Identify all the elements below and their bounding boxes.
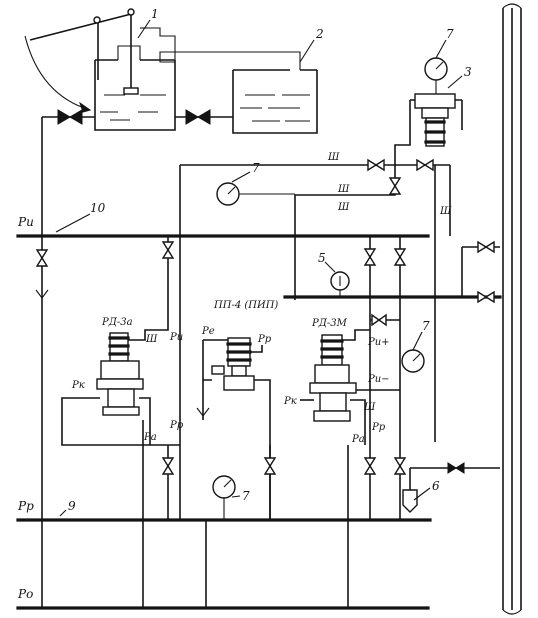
label-pi-plus: Ри+ [367, 337, 390, 348]
regulator-rd-3m [300, 319, 400, 445]
label-sh-3: Ш [337, 202, 350, 213]
label-pa-rd3m: Ра [351, 434, 365, 445]
callout-6: 6 [432, 479, 440, 493]
lower-drops [142, 420, 500, 520]
valve-drop-4 [393, 248, 407, 266]
callout-1: 1 [151, 7, 159, 21]
gauge-7-mid [216, 182, 295, 206]
label-pi-rd3a: Ри [169, 332, 183, 343]
top-pipe [41, 116, 233, 236]
label-pr-left: Рр [17, 499, 34, 513]
valve-rd3m-small [371, 313, 387, 327]
valve-right-upper [477, 240, 495, 254]
valve-low-1 [161, 457, 175, 475]
label-sh-6: Ш [363, 402, 376, 413]
label-rd-3a: РД-3а [101, 317, 133, 328]
label-pi-left: Ри [17, 215, 34, 229]
callout-7-bottom: 7 [242, 489, 250, 503]
label-sh-5: Ш [145, 334, 158, 345]
label-pp-pp4: Рр [257, 334, 272, 345]
valve-low-3 [363, 457, 377, 475]
valve-top-c [388, 177, 402, 195]
valve-low-right [447, 462, 465, 474]
label-rd-3m: РД-3М [311, 318, 348, 329]
regulator-rd-3a [61, 290, 180, 446]
valve-low-2 [263, 457, 277, 475]
callout-7-rd3m: 7 [422, 319, 430, 333]
callout-5: 5 [318, 251, 326, 265]
gauge-7-rd3m [401, 349, 425, 373]
leaders [55, 19, 463, 517]
label-pp-rd3a: Рр [169, 420, 184, 431]
callout-9: 9 [68, 499, 76, 513]
callout-2: 2 [315, 27, 324, 41]
separator-6 [402, 489, 418, 513]
tank-1-assembly [24, 8, 176, 131]
label-sh-1: Ш [327, 152, 340, 163]
sensor-5 [330, 271, 350, 297]
label-pp-rd3m: Рр [371, 422, 386, 433]
tank-2 [159, 51, 318, 134]
right-vertical-lines [502, 3, 522, 615]
valve-right-lower [477, 290, 495, 304]
callout-3: 3 [464, 65, 472, 79]
label-pi-minus: Ри− [367, 374, 390, 385]
valve-drop-2 [161, 241, 175, 259]
instrument-air-lines [179, 164, 451, 520]
pressure-regulator-3 [394, 93, 463, 170]
valve-top-b [416, 158, 434, 172]
label-pk-rd3a: Рк [71, 380, 85, 391]
valve-top-middle [185, 109, 211, 125]
label-pa-rd3a: Ра [143, 432, 157, 443]
callout-10: 10 [90, 201, 106, 215]
label-sh-2: Ш [337, 184, 350, 195]
valve-top-a [367, 158, 385, 172]
label-po-left: Ро [17, 587, 33, 601]
valve-top-left [57, 109, 83, 125]
valve-drop-3 [363, 248, 377, 266]
valve-drop-left [35, 249, 49, 267]
valve-low-4 [393, 457, 407, 475]
gauge-7-top-right [424, 57, 448, 94]
gauge-7-bottom [212, 475, 236, 520]
callout-7-top-right: 7 [446, 27, 454, 41]
callout-7-mid: 7 [252, 161, 260, 175]
label-pe-pp4: Ре [201, 326, 215, 337]
label-pp4: ПП-4 (ПИП) [213, 300, 278, 311]
label-pk-rd3m: Рк [283, 396, 297, 407]
regulator-pp4 [196, 337, 271, 520]
risers-to-po [41, 520, 349, 608]
label-sh-4: Ш [439, 206, 452, 217]
